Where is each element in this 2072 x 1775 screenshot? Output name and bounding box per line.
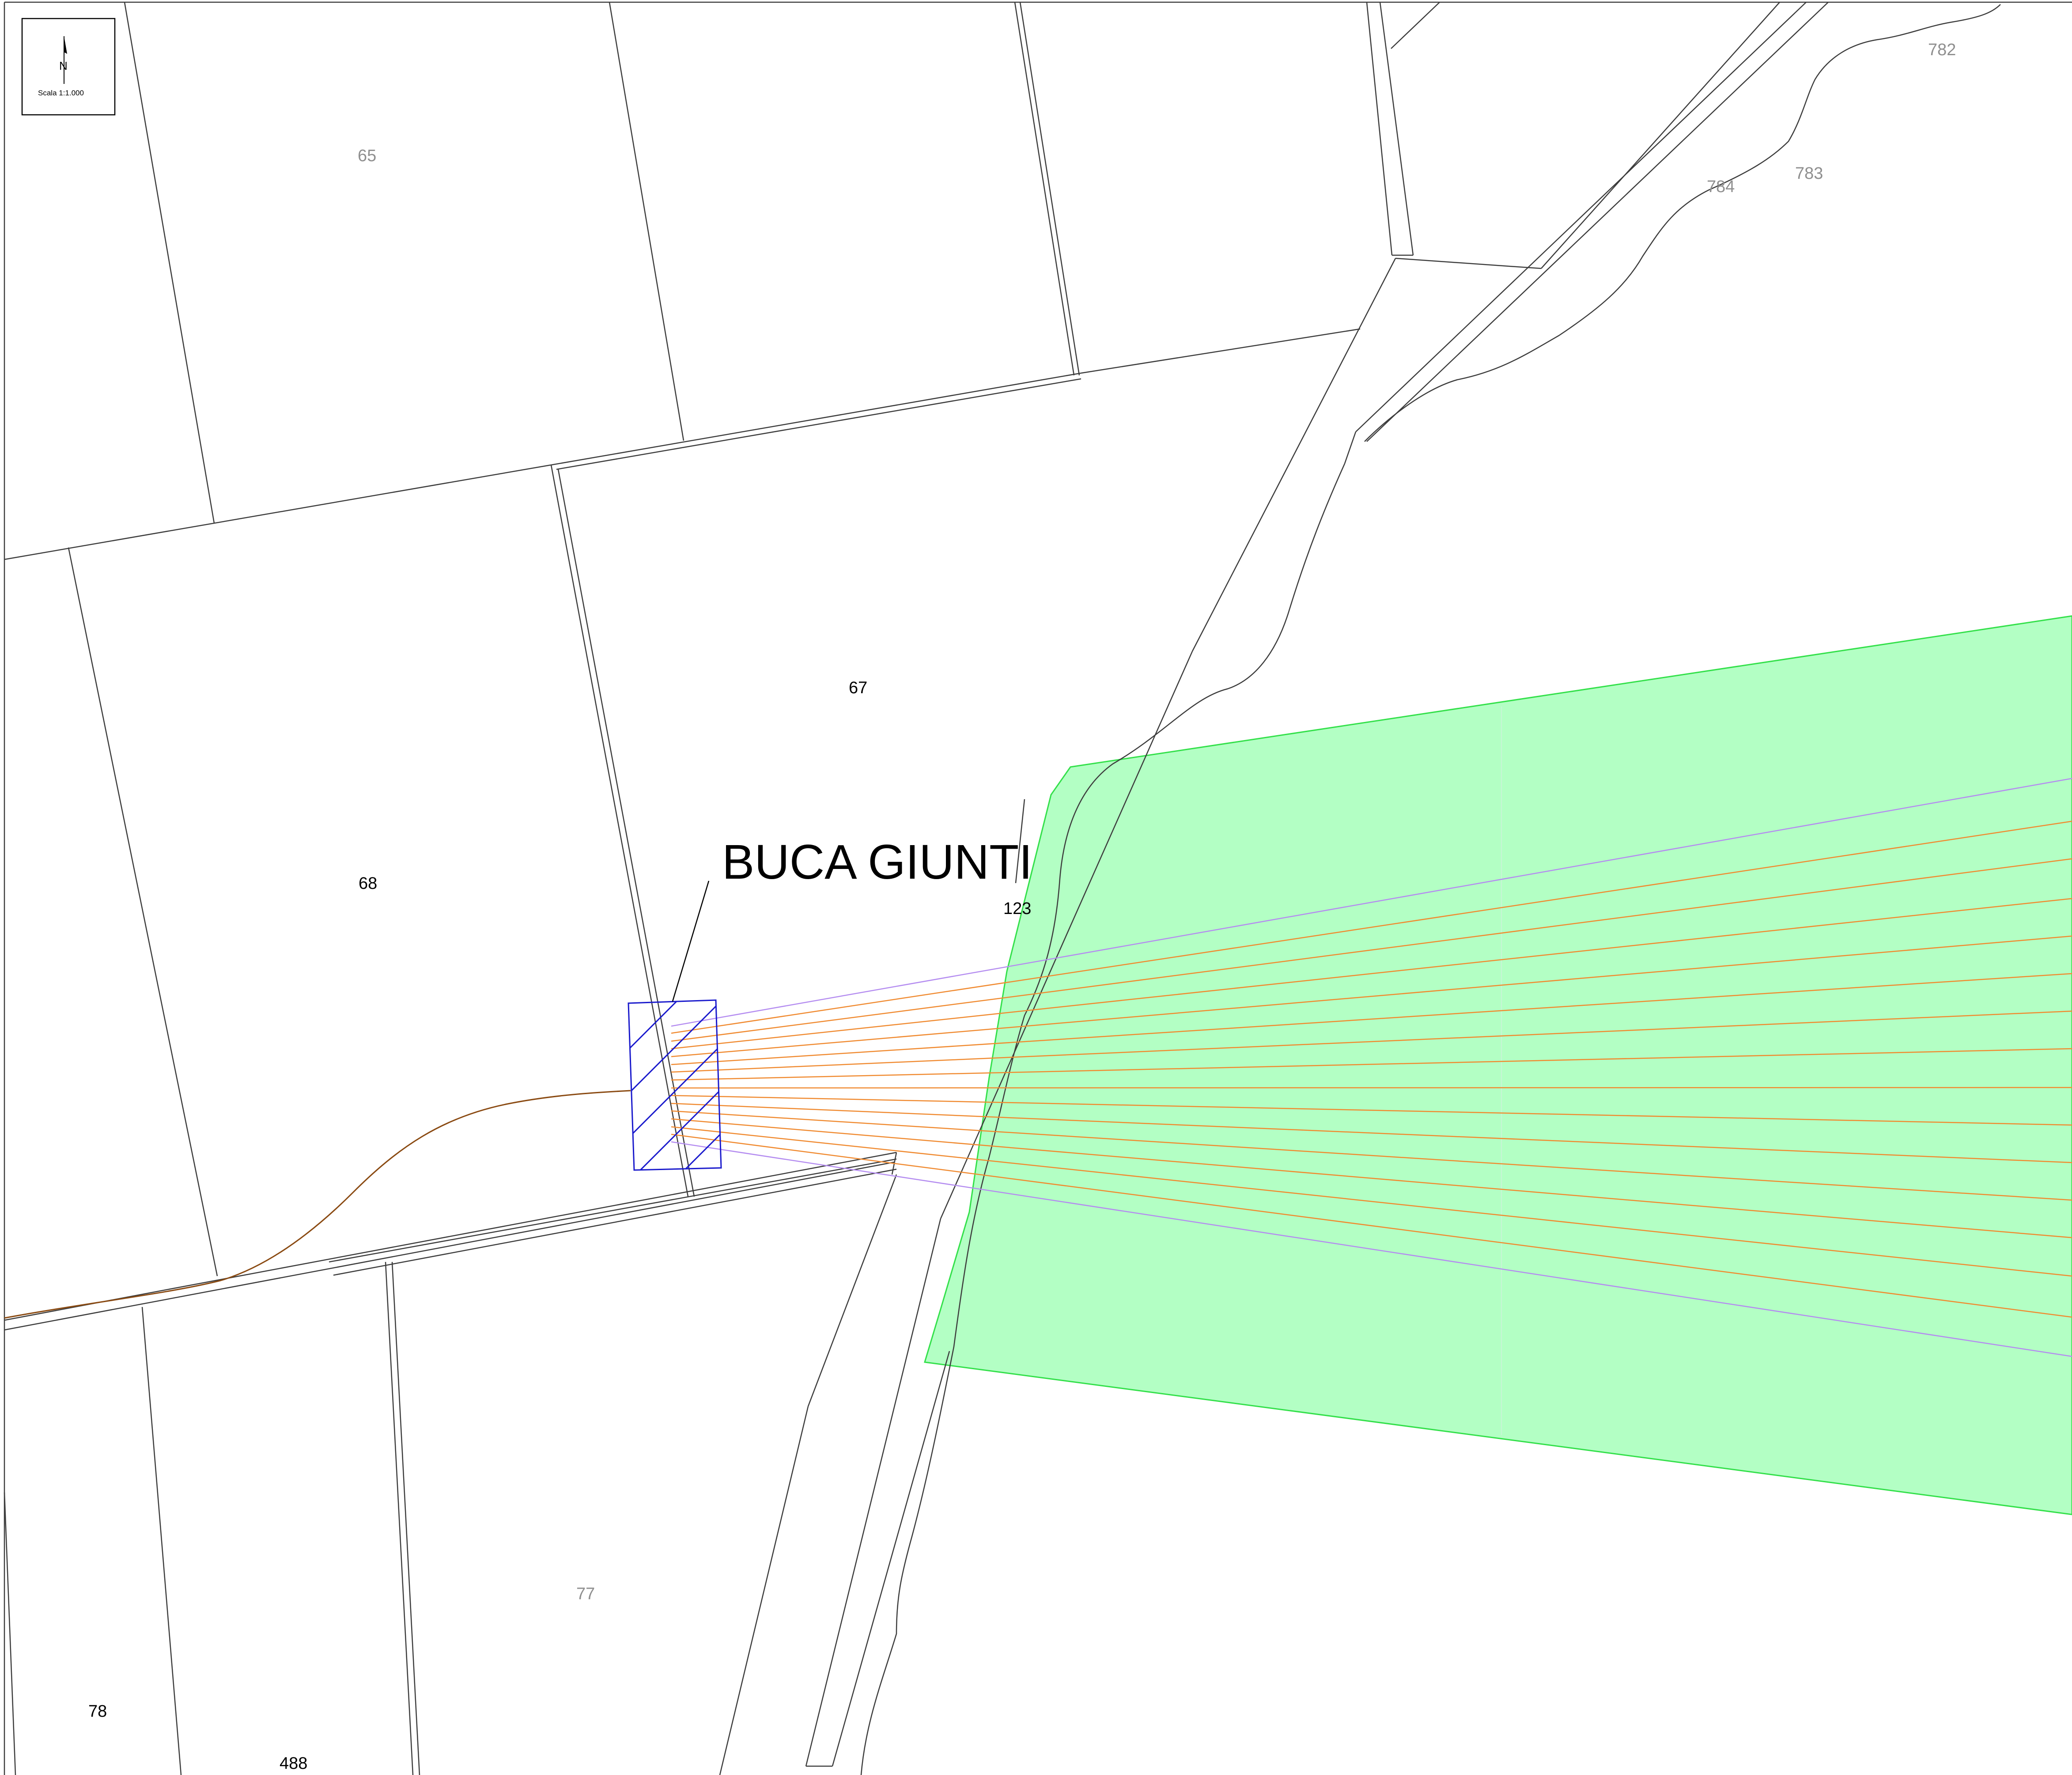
parcel-boundaries <box>4 1 2072 1775</box>
joint-pit <box>628 999 722 1171</box>
parcel-label-65: 65 <box>358 147 376 165</box>
cable-7 <box>671 1048 2072 1081</box>
feeder-cable <box>4 1090 631 1319</box>
parcel-label-783: 783 <box>1795 164 1823 183</box>
cable-12 <box>671 1118 2072 1239</box>
parcel-label-782: 782 <box>1928 41 1956 59</box>
cable-14 <box>671 1133 2072 1318</box>
cable-outer-bottom <box>671 1141 2072 1357</box>
cable-13 <box>671 1126 2072 1277</box>
cable-4 <box>671 935 2072 1057</box>
north-letter: N <box>59 59 68 72</box>
cable-outer-top <box>671 778 2072 1027</box>
parcel-label-68: 68 <box>359 874 377 893</box>
parcel-label-78: 78 <box>88 1702 107 1721</box>
parcel-label-488: 488 <box>280 1754 307 1773</box>
cable-11 <box>671 1110 2072 1201</box>
parcel-label-67: 67 <box>849 679 867 697</box>
green-corridor-area <box>924 615 2072 1515</box>
cable-9 <box>671 1095 2072 1126</box>
cable-3 <box>671 898 2072 1050</box>
cable-10 <box>671 1103 2072 1163</box>
scale-text: Scala 1:1.000 <box>38 89 84 97</box>
cable-6 <box>671 1010 2072 1073</box>
cable-fan <box>671 778 2072 1357</box>
parcel-label-123: 123 <box>1003 899 1031 918</box>
parcel-label-784: 784 <box>1707 178 1735 196</box>
north-arrow-icon <box>64 36 67 54</box>
cable-2 <box>671 858 2072 1042</box>
cable-5 <box>671 973 2072 1065</box>
callout-leader <box>672 880 710 1002</box>
north-arrow-box: N Scala 1:1.000 <box>21 18 116 116</box>
callout-label: BUCA GIUNTI <box>722 835 1032 889</box>
cable-1 <box>671 820 2072 1034</box>
parcel-label-77: 77 <box>576 1585 595 1603</box>
